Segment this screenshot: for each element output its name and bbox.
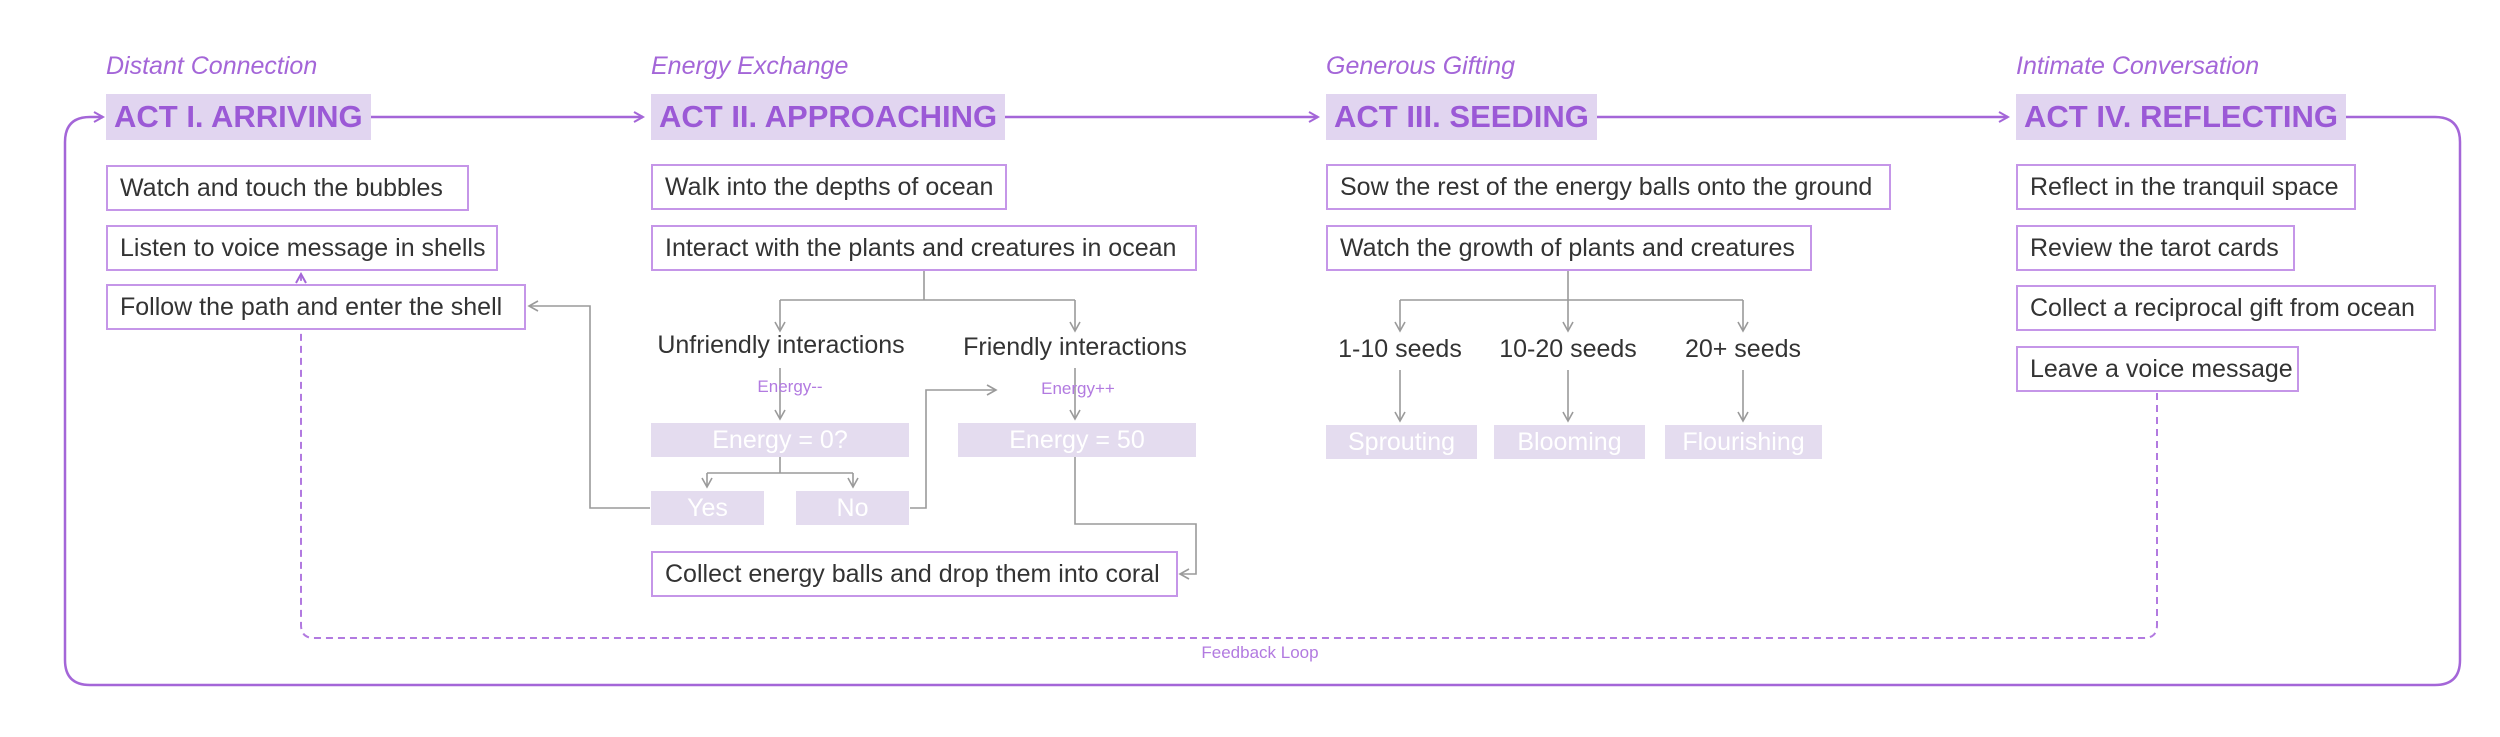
- act-4-title: ACT IV. REFLECTING: [2016, 94, 2347, 140]
- act-3-step-1: Sow the rest of the energy balls onto th…: [1326, 164, 1891, 210]
- act-3-step-2: Watch the growth of plants and creatures: [1326, 225, 1812, 271]
- yes-outcome: Yes: [651, 491, 764, 525]
- feedback-loop-label: Feedback Loop: [1201, 643, 1319, 662]
- energy-zero-check: Energy = 0?: [651, 423, 909, 457]
- feedback-loop-line: [301, 274, 2158, 639]
- act-2-step-2: Interact with the plants and creatures i…: [651, 225, 1197, 271]
- energy-fifty-state: Energy = 50: [958, 423, 1196, 457]
- seed-branch-line: [1399, 271, 1744, 329]
- act-4-step-1: Reflect in the tranquil space: [2016, 164, 2356, 210]
- act-2-step-3: Collect energy balls and drop them into …: [651, 551, 1178, 597]
- no-outcome: No: [796, 491, 909, 525]
- outer-loop-line: [63, 117, 2462, 687]
- act-2-subtitle: Energy Exchange: [651, 52, 849, 80]
- act-4-subtitle: Intimate Conversation: [2016, 52, 2260, 80]
- flourishing-state: Flourishing: [1665, 425, 1822, 459]
- arrow-energy50-to-collect: [1074, 457, 1197, 580]
- seeds-10-20-label: 10-20 seeds: [1499, 335, 1637, 363]
- arrow-yes-to-follow-path: [527, 300, 650, 509]
- blooming-state: Blooming: [1494, 425, 1645, 459]
- seeds-20-plus-label: 20+ seeds: [1684, 335, 1802, 363]
- energy-increase-label: Energy++: [1041, 379, 1115, 398]
- branch-line-yes-no: [706, 457, 854, 485]
- act-1-step-1: Watch and touch the bubbles: [106, 165, 469, 211]
- act-4-step-3: Collect a reciprocal gift from ocean: [2016, 285, 2436, 331]
- friendly-interactions-label: Friendly interactions: [963, 333, 1187, 361]
- arrow-no-to-friendly: [910, 384, 998, 509]
- act-2-step-1: Walk into the depths of ocean: [651, 164, 1007, 210]
- act-1-subtitle: Distant Connection: [106, 52, 318, 80]
- act-1-step-3: Follow the path and enter the shell: [106, 284, 526, 330]
- branch-line-interact: [779, 271, 1076, 329]
- act-4-step-2: Review the tarot cards: [2016, 225, 2295, 271]
- act-4-step-4: Leave a voice message: [2016, 346, 2299, 392]
- sprouting-state: Sprouting: [1326, 425, 1477, 459]
- energy-decrease-label: Energy--: [757, 377, 823, 396]
- act-1-step-2: Listen to voice message in shells: [106, 225, 498, 271]
- unfriendly-interactions-label: Unfriendly interactions: [657, 331, 905, 359]
- seeds-1-10-label: 1-10 seeds: [1338, 335, 1462, 363]
- act-3-subtitle: Generous Gifting: [1326, 52, 1515, 80]
- act-3-title: ACT III. SEEDING: [1326, 94, 1597, 140]
- act-2-title: ACT II. APPROACHING: [651, 94, 1006, 140]
- act-1-title: ACT I. ARRIVING: [106, 94, 371, 140]
